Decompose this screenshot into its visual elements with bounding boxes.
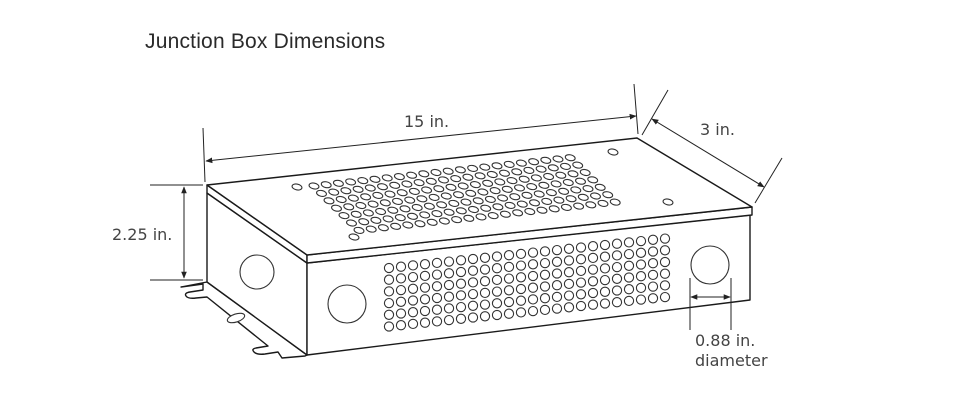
diameter-text-label: diameter bbox=[695, 351, 768, 370]
width-dimension: 3 in. bbox=[641, 89, 783, 204]
diameter-dimension: 0.88 in. diameter bbox=[689, 278, 768, 370]
height-label: 2.25 in. bbox=[112, 225, 172, 244]
mounting-flange bbox=[180, 281, 308, 359]
knockout-front-right bbox=[690, 245, 730, 285]
diameter-value-label: 0.88 in. bbox=[695, 331, 755, 350]
height-dimension: 2.25 in. bbox=[112, 184, 203, 281]
length-label: 15 in. bbox=[404, 112, 449, 131]
length-dimension: 15 in. bbox=[202, 83, 639, 183]
width-label: 3 in. bbox=[700, 120, 735, 139]
knockout-left-side bbox=[239, 254, 275, 290]
front-vent-holes bbox=[383, 233, 671, 332]
diagram-title: Junction Box Dimensions bbox=[145, 30, 386, 53]
knockout-front-left bbox=[327, 284, 367, 324]
top-vent-holes bbox=[291, 148, 674, 241]
